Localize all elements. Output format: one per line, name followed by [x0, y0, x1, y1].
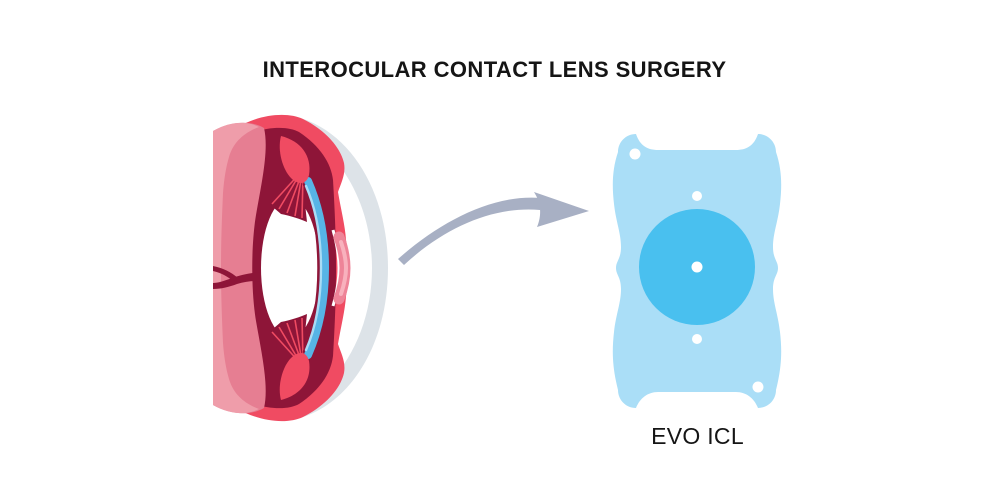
vein-shape [213, 272, 266, 289]
cornea-shape [297, 117, 388, 419]
pupil-strip-highlight [339, 240, 349, 296]
zonule-fibers-bottom [271, 317, 304, 365]
lens-label: EVO ICL [651, 423, 744, 449]
zonule-fibers-top [271, 171, 304, 219]
ciliary-body-top [279, 136, 310, 184]
ciliary-body-bottom [279, 352, 310, 400]
evo-icl-implant-illustration [612, 134, 782, 408]
icl-hole-top-center [692, 191, 702, 201]
icl-hole-bottom-right [752, 381, 764, 393]
eye-cross-section-illustration [213, 114, 388, 422]
vein-branch-shape [213, 266, 238, 281]
arrow-head [534, 192, 589, 227]
implanted-icl-strip [304, 177, 330, 359]
icl-hole-bottom-center [692, 334, 702, 344]
curved-arrow-icon [398, 192, 589, 265]
icl-hole-center [691, 261, 703, 273]
implanted-icl-highlight [304, 184, 323, 352]
lens-capsule-arc [302, 182, 321, 354]
vitreous-body-shape [213, 122, 266, 414]
page-title: INTEROCULAR CONTACT LENS SURGERY [262, 57, 727, 82]
sclera-rim-shape [213, 122, 259, 414]
icl-hole-top-left [629, 148, 641, 160]
crystalline-lens-shape [261, 198, 319, 338]
arrow-shaft [398, 197, 541, 265]
